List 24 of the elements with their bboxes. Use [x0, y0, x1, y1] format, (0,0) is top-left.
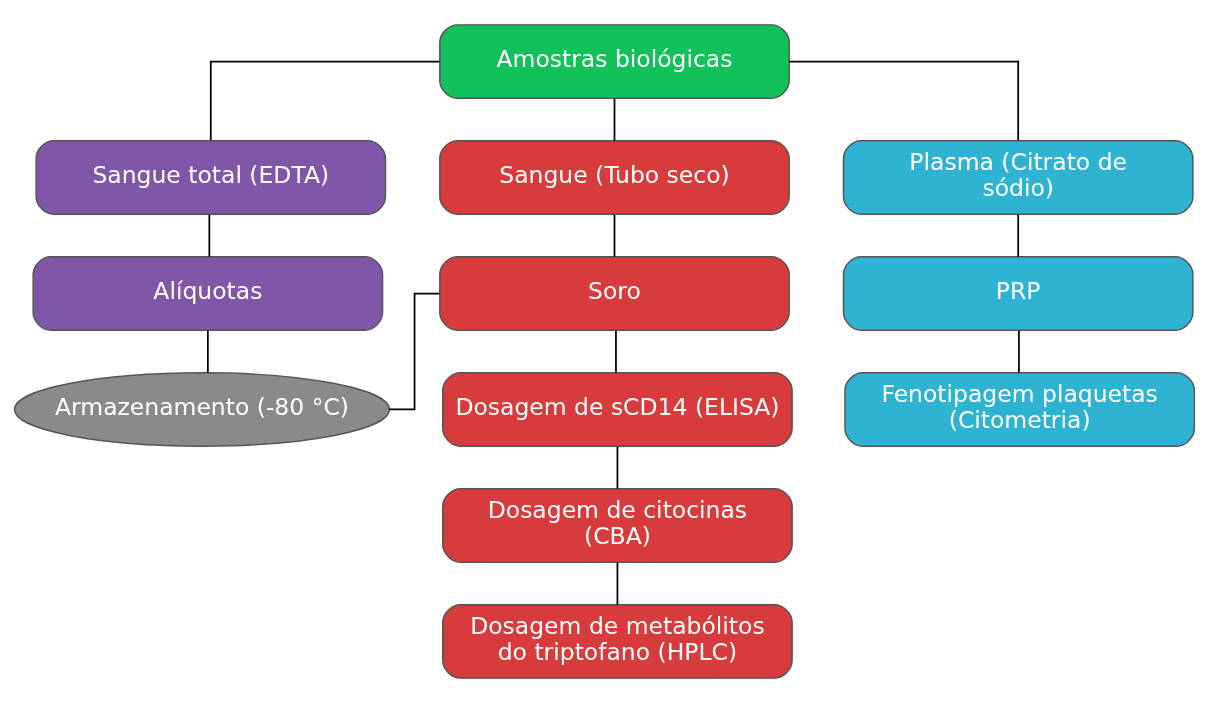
connector [613, 214, 616, 258]
connector [615, 329, 617, 374]
node-box: Soro [439, 256, 790, 331]
connector [207, 329, 209, 374]
connector [616, 561, 619, 606]
node-box: Dosagem de sCD14 (ELISA) [442, 372, 793, 447]
connector [788, 60, 1020, 142]
node-ellipse: Armazenamento (-80 °C) [13, 372, 391, 447]
node-box: Plasma (Citrato de sódio) [842, 140, 1194, 215]
node-box: Fenotipagem plaquetas (Citometria) [844, 372, 1196, 447]
node-box: PRP [842, 256, 1194, 331]
node-box: Amostras biológicas [439, 24, 790, 99]
node-box: Sangue total (EDTA) [35, 140, 387, 215]
node-box: Alíquotas [32, 256, 384, 331]
connector [1018, 329, 1020, 374]
connector [209, 60, 441, 142]
node-box: Dosagem de citocinas (CBA) [442, 488, 793, 563]
connector [388, 292, 441, 411]
node-box: Dosagem de metabólitos do triptofano (HPLC) [442, 604, 793, 679]
connector [208, 214, 211, 258]
connector [1017, 214, 1020, 258]
connector [616, 445, 619, 490]
node-box: Sangue (Tubo seco) [439, 140, 790, 215]
connector [613, 98, 616, 142]
